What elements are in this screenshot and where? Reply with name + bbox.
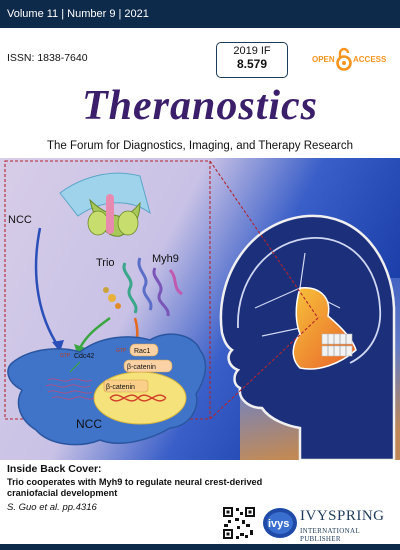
issn: ISSN: 1838-7640	[7, 52, 88, 64]
open-access-word1: OPEN	[312, 55, 335, 64]
cover-caption: Inside Back Cover: Trio cooperates with …	[7, 463, 307, 513]
qr-code-icon	[222, 506, 256, 540]
label-gtp-2: GTP	[116, 348, 127, 354]
arrow-blue	[34, 227, 60, 347]
zoom-lines	[209, 160, 319, 420]
caption-authors[interactable]: S. Guo et al. pp.4316	[7, 502, 97, 513]
issue-info: Volume 11 | Number 9 | 2021	[7, 8, 149, 20]
label-trio: Trio	[96, 257, 115, 269]
publisher-tagline: INTERNATIONAL PUBLISHER	[300, 527, 360, 543]
impact-factor-value: 8.579	[236, 57, 268, 71]
rac1-box	[129, 343, 159, 357]
open-access-word2: ACCESS	[353, 55, 387, 64]
bottom-bar	[0, 544, 400, 550]
ivyspring-logo-icon: ivys	[263, 508, 297, 538]
label-rac1: Rac1	[134, 348, 150, 355]
cover-illustration: NCC Trio Myh9 β-catenin GTP Rac1 β-caten…	[0, 158, 400, 460]
neural-cell-1	[87, 210, 109, 236]
label-ncc-top: NCC	[8, 214, 32, 226]
neural-cell-2	[117, 210, 139, 236]
skull-outline	[237, 237, 382, 364]
open-access-lock-icon	[336, 47, 352, 71]
label-ncc-bottom: NCC	[76, 417, 102, 431]
label-myh9: Myh9	[152, 253, 179, 265]
label-cdc42: Cdc42	[74, 353, 94, 360]
protein-structure	[103, 257, 183, 317]
label-beta-catenin-2: β-catenin	[106, 384, 135, 391]
impact-factor-box: 2019 IF 8.579	[216, 42, 288, 78]
caption-heading: Inside Back Cover:	[7, 463, 102, 475]
beta-catenin-box	[123, 359, 173, 373]
caption-description: Trio cooperates with Myh9 to regulate ne…	[7, 477, 263, 498]
impact-factor-label: 2019 IF	[233, 45, 271, 57]
cdc42-arrow	[69, 361, 81, 373]
publisher-name: IVYSPRING	[300, 508, 385, 524]
issue-bar: Volume 11 | Number 9 | 2021	[0, 0, 400, 28]
arrow-green	[78, 316, 111, 349]
actin-filaments	[45, 378, 95, 400]
beta-catenin-box-nucleus	[103, 379, 149, 393]
label-beta-catenin-1: β-catenin	[127, 364, 156, 371]
teeth-lines	[327, 334, 347, 356]
journal-title: Theranostics	[81, 83, 319, 129]
ivyspring-logo-text: ivys	[268, 518, 289, 530]
label-gtp-1: GTP	[60, 353, 71, 359]
teeth	[321, 333, 353, 357]
open-access-logo: OPEN ACCESS	[312, 46, 396, 72]
dna-helix	[109, 394, 167, 402]
journal-subtitle: The Forum for Diagnostics, Imaging, and …	[47, 140, 353, 152]
